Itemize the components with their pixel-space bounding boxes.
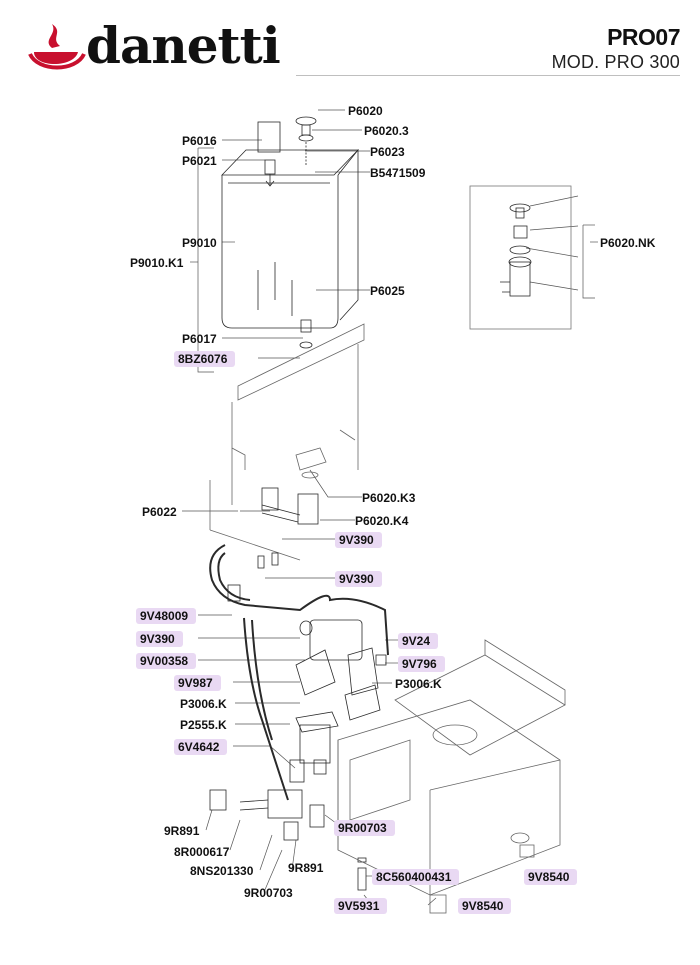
part-label: 8NS201330 [190,864,254,878]
part-label: 9V8540 [458,898,512,914]
part-label: P6020.NK [600,236,656,250]
part-label: P9010 [182,236,217,250]
part-label: P6020.3 [364,124,409,138]
model-name: MOD. PRO 300 [551,52,680,72]
part-label: P6021 [182,154,217,168]
part-label: P6025 [370,284,405,298]
pump-and-valves [209,487,389,891]
leader-lines [182,109,598,906]
part-label: P6022 [142,505,177,519]
water-tank [221,116,359,349]
part-label: 9R00703 [244,886,293,900]
brand-header: danetti [28,12,281,82]
part-label: P6017 [182,332,217,346]
part-label: 9V24 [398,633,439,649]
base-frame [337,639,566,914]
part-label: B5471509 [370,166,426,180]
part-label: 9V8540 [524,869,578,885]
valve-detail-parts [500,203,532,297]
model-code: PRO07 [607,24,680,50]
part-label: P9010.K1 [130,256,184,270]
part-label: 8BZ6076 [174,351,236,367]
part-label: 9V390 [335,532,382,548]
back-panel [209,323,365,561]
part-label: P6023 [370,145,405,159]
part-label: P6020.K4 [355,514,409,528]
header-divider [296,75,680,76]
detail-box-p6020-nk [469,185,572,330]
part-label: 9V00358 [136,653,197,669]
part-label: P2555.K [180,718,227,732]
part-label: 9R891 [288,861,324,875]
part-label: 9V390 [335,571,382,587]
part-label: P6020 [348,104,383,118]
part-label: P6016 [182,134,217,148]
part-label: 6V4642 [174,739,228,755]
part-label: 9R00703 [334,820,395,836]
brand-name: danetti [86,16,281,75]
part-label: 9V390 [136,631,183,647]
part-label: 8C560400431 [372,869,460,885]
part-label: 8R000617 [174,845,230,859]
cup-swirl-logo-icon [28,24,86,70]
part-label: 9V796 [398,656,445,672]
part-label: 9R891 [164,824,200,838]
part-label: 9V5931 [334,898,388,914]
part-label: P3006.K [395,677,442,691]
part-label: P3006.K [180,697,227,711]
part-label: 9V987 [174,675,221,691]
part-label: 9V48009 [136,608,197,624]
part-label: P6020.K3 [362,491,416,505]
